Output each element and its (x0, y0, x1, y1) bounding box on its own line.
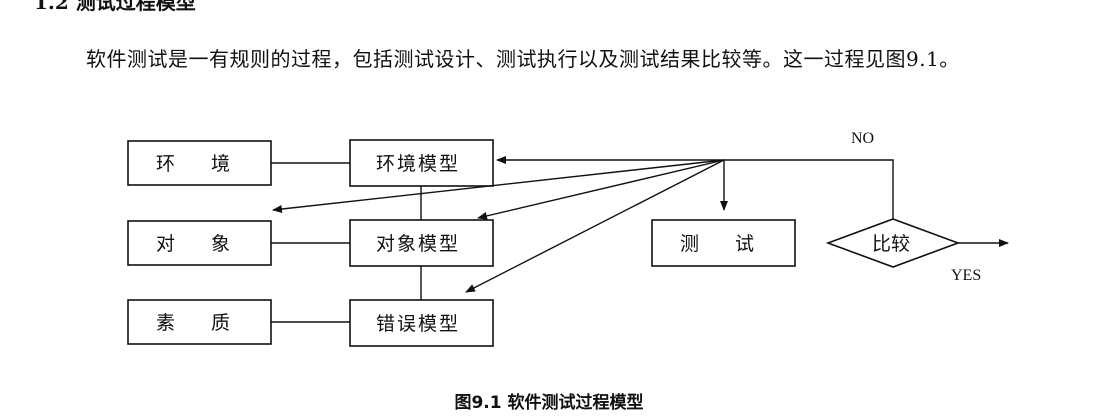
body-paragraph: 软件测试是一有规则的过程，包括测试设计、测试执行以及测试结果比较等。这一过程见图… (86, 47, 960, 71)
box-object-model-label: 对象模型 (376, 233, 460, 255)
no-feedback-path (724, 159, 894, 219)
yes-label: YES (951, 267, 981, 284)
box-object-label: 对象 (156, 233, 266, 255)
section-heading: 1.2 测试过程模型 (34, 0, 196, 14)
box-environment-label: 环境 (156, 153, 266, 175)
box-environment (127, 140, 272, 186)
figure-caption: 图9.1 软件测试过程模型 (454, 393, 644, 413)
box-test (651, 219, 796, 267)
box-environment-model-label: 环境模型 (376, 153, 460, 175)
compare-label: 比较 (872, 233, 910, 255)
arrow-to-error-model (465, 159, 725, 293)
arrow-to-object (272, 159, 725, 213)
box-quality-label: 素质 (156, 312, 266, 334)
box-error-model-label: 错误模型 (376, 313, 460, 335)
arrow-to-object-model (477, 159, 725, 220)
box-test-label: 测试 (680, 233, 790, 255)
no-label: NO (851, 130, 874, 147)
box-quality (127, 299, 272, 345)
